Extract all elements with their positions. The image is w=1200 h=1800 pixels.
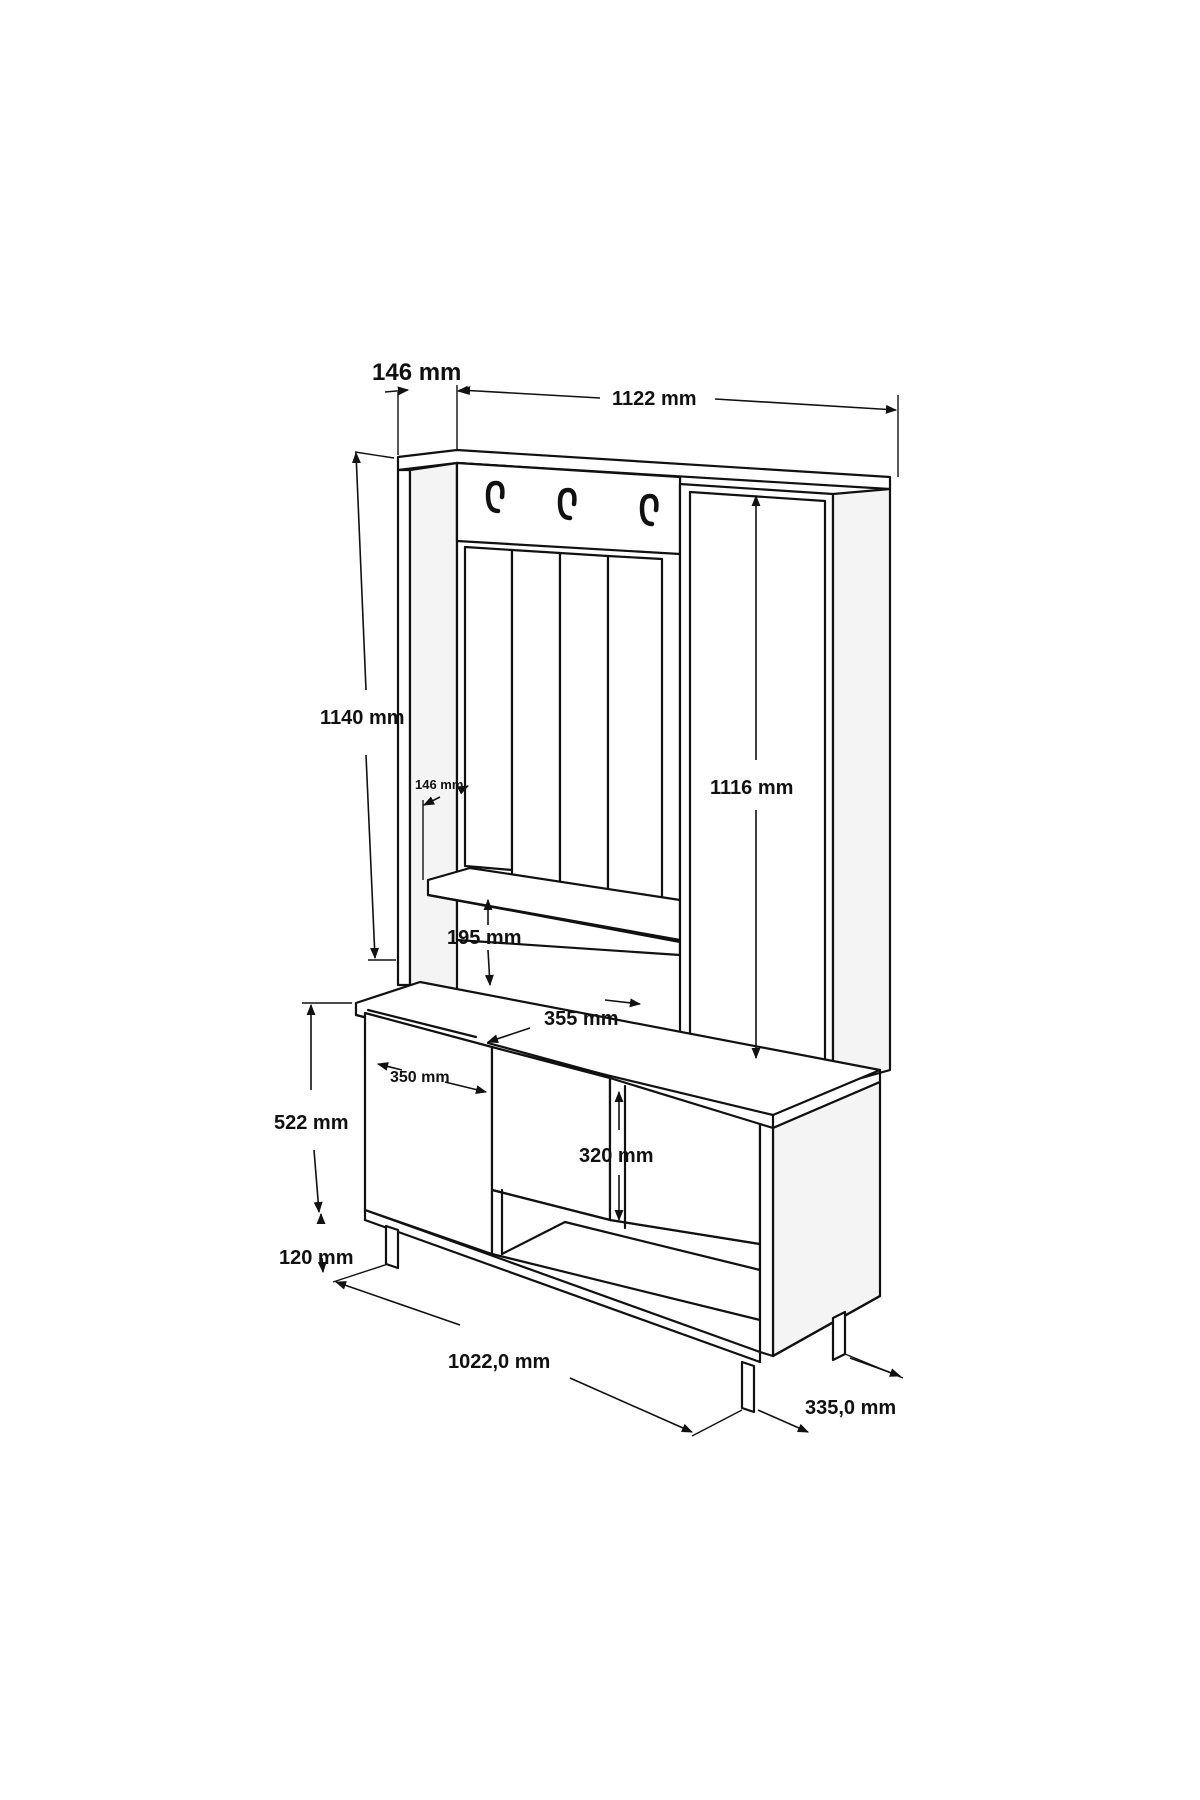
cabinet-side-panel: [771, 1080, 882, 1358]
lower-cabinet: [354, 980, 882, 1414]
hook-icon: [557, 487, 577, 521]
hook-icon: [639, 493, 659, 527]
dim-label-top-width: 1122 mm: [612, 388, 697, 410]
dimension-lines: [302, 385, 904, 1437]
dim-label-compartment-height: 320 mm: [579, 1145, 654, 1167]
dim-label-bench-depth: 355 mm: [544, 1008, 619, 1030]
dim-label-cabinet-height: 522 mm: [274, 1112, 349, 1134]
dim-label-shelf-clearance: 195 mm: [447, 927, 522, 949]
hook-icon: [485, 480, 505, 514]
bench-top: [354, 980, 882, 1117]
right-side-panel: [831, 487, 892, 1088]
dim-label-door-width: 350 mm: [390, 1069, 450, 1086]
coat-hooks: [485, 480, 659, 527]
vertical-slats: [463, 545, 664, 904]
dim-label-total-depth: 335,0 mm: [805, 1397, 896, 1419]
dim-label-mirror-height: 1116 mm: [710, 777, 793, 799]
slat: [463, 545, 514, 872]
dim-label-total-width: 1022,0 mm: [448, 1351, 550, 1373]
slat: [510, 548, 562, 884]
left-inner-panel: [408, 461, 459, 1042]
upper-unit: [396, 448, 892, 1088]
dim-label-upper-height: 1140 mm: [320, 707, 405, 729]
dim-label-leg-height: 120 mm: [279, 1247, 354, 1269]
leg: [740, 1360, 756, 1414]
dim-label-inner-panel-depth: 146 mm: [415, 777, 463, 792]
slat: [606, 554, 664, 904]
leg: [384, 1224, 400, 1270]
dim-label-side-depth-top: 146 mm: [372, 359, 461, 386]
leg: [831, 1310, 847, 1362]
slat: [558, 551, 610, 894]
cabinet-front-right: [758, 1122, 775, 1358]
dimension-labels: 146 mm 1122 mm 1140 mm 146 mm 1116 mm 19…: [274, 359, 896, 1419]
